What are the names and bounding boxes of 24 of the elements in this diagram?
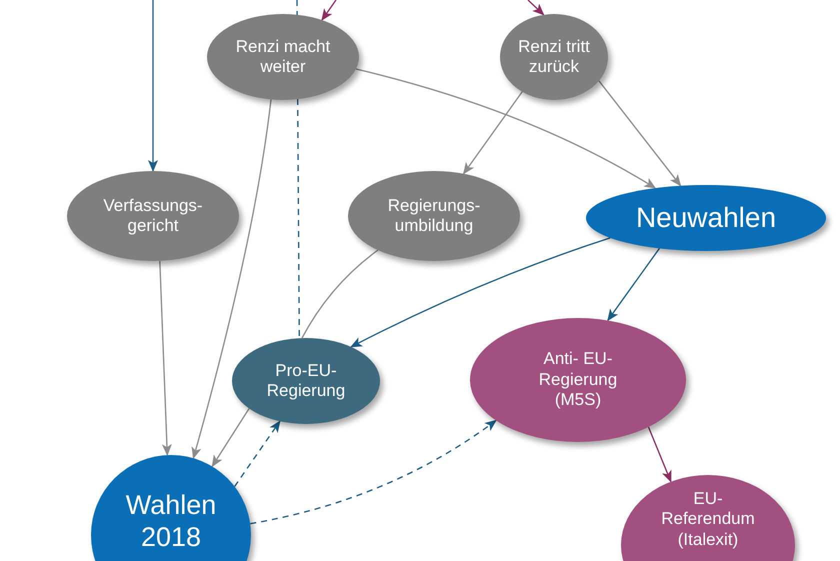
dashed-arrow	[234, 420, 280, 487]
arrow	[159, 260, 172, 456]
arrow	[528, 0, 544, 16]
node-label: Anti- EU-Regierung (M5S)	[538, 349, 618, 411]
node-label: Wahlen 2018	[124, 489, 218, 554]
arrow	[212, 408, 250, 468]
node-label: Verfassungs- gericht	[102, 196, 204, 236]
arrow	[350, 237, 610, 348]
arrow	[648, 426, 672, 483]
arrow	[192, 99, 272, 460]
node-label: Neuwahlen	[636, 201, 776, 235]
arrow	[598, 80, 682, 186]
arrow	[607, 248, 660, 322]
node-label: Renzi macht weiter	[234, 36, 332, 78]
arrow	[321, 0, 337, 21]
arrow	[463, 91, 523, 175]
arrow	[148, 0, 158, 172]
node-label: Pro-EU- Regierung	[266, 360, 346, 402]
arrow	[356, 68, 656, 189]
node-label: EU- Referendum (Italexit)	[660, 489, 756, 550]
state-ellipse	[232, 338, 380, 424]
node-label: Regierungs- umbildung	[386, 196, 482, 236]
dashed-arrow	[250, 420, 497, 524]
node-label: Renzi tritt zurück	[517, 36, 591, 78]
